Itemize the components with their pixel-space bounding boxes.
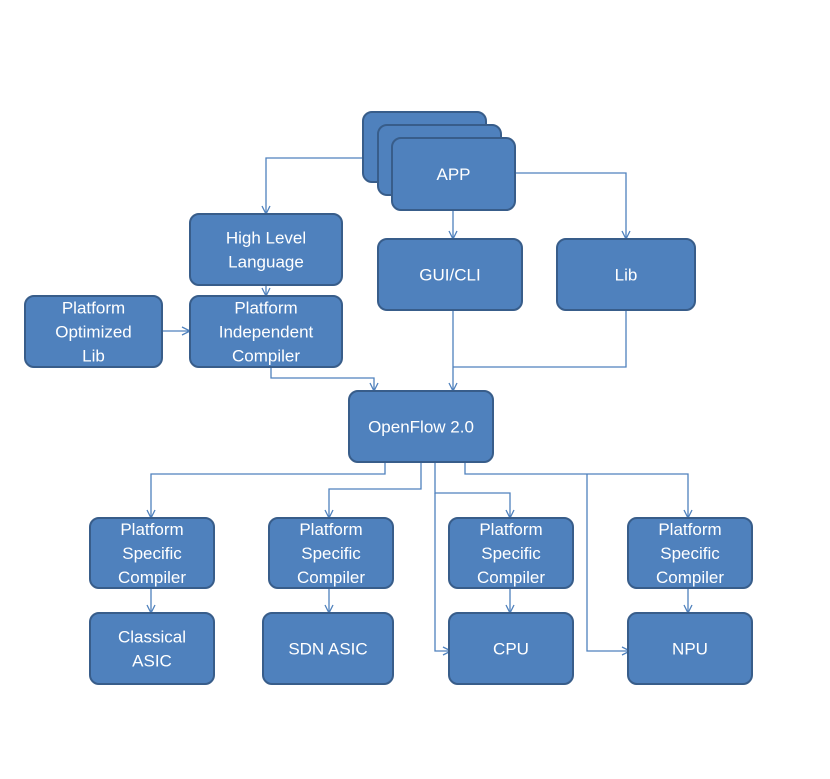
node-of: OpenFlow 2.0 xyxy=(348,390,494,463)
node-psc1-label: Compiler xyxy=(118,568,186,587)
node-pol-label: Platform xyxy=(62,299,125,318)
node-gui: GUI/CLI xyxy=(377,238,523,311)
node-psc2-label: Platform xyxy=(299,520,362,539)
node-app-box xyxy=(391,137,516,211)
node-casic-label: ASIC xyxy=(132,652,172,671)
node-psc4-label: Platform xyxy=(658,520,721,539)
node-app: APP xyxy=(391,137,516,211)
node-of-label: OpenFlow 2.0 xyxy=(368,418,474,437)
node-gui-box xyxy=(377,238,523,311)
node-app-label: APP xyxy=(436,165,470,184)
edge-of-to-cpu xyxy=(434,493,451,651)
node-psc1-label: Platform xyxy=(120,520,183,539)
node-psc3-label: Compiler xyxy=(477,568,545,587)
node-casic-label: Classical xyxy=(118,628,186,647)
node-pol-label: Lib xyxy=(82,347,105,366)
node-npu-label: NPU xyxy=(672,640,708,659)
node-of-box xyxy=(348,390,494,463)
edge-of-to-psc2 xyxy=(329,462,422,518)
node-psc4-label: Compiler xyxy=(656,568,724,587)
edge-app-to-hll xyxy=(266,157,363,214)
node-hll-label: High Level xyxy=(226,229,306,248)
edge-of-to-psc4 xyxy=(464,462,688,518)
node-pic-label: Independent xyxy=(219,323,314,342)
edges xyxy=(151,157,688,651)
edge-lib-to-of xyxy=(453,310,627,368)
node-psc3-label: Specific xyxy=(481,544,541,563)
node-pic-box xyxy=(189,295,343,368)
edge-of-to-npu xyxy=(586,474,630,651)
edge-of-to-psc1 xyxy=(151,462,386,518)
node-psc4-box xyxy=(627,517,753,589)
node-npu-box xyxy=(627,612,753,685)
node-cpu-label: CPU xyxy=(493,640,529,659)
node-psc2-box xyxy=(268,517,394,589)
node-pic-label: Compiler xyxy=(232,347,300,366)
node-sdn-box xyxy=(262,612,394,685)
node-sdn-label: SDN ASIC xyxy=(288,640,367,659)
node-lib-label: Lib xyxy=(615,266,638,285)
node-psc4-label: Specific xyxy=(660,544,720,563)
edge-app-to-lib xyxy=(515,172,626,239)
node-cpu-box xyxy=(448,612,574,685)
node-casic-box xyxy=(89,612,215,685)
node-hll-box xyxy=(189,213,343,286)
node-gui-label: GUI/CLI xyxy=(419,266,480,285)
node-sdn: SDN ASIC xyxy=(262,612,394,685)
node-psc2-label: Specific xyxy=(301,544,361,563)
edge-pic-to-of xyxy=(270,367,374,391)
node-psc2-label: Compiler xyxy=(297,568,365,587)
node-pic-label: Platform xyxy=(234,299,297,318)
node-psc3-label: Platform xyxy=(479,520,542,539)
edge-of-to-psc3 xyxy=(434,462,510,518)
node-pol-box xyxy=(24,295,163,368)
node-psc1-label: Specific xyxy=(122,544,182,563)
node-lib-box xyxy=(556,238,696,311)
node-cpu: CPU xyxy=(448,612,574,685)
node-pol-label: Optimized xyxy=(55,323,132,342)
node-psc1-box xyxy=(89,517,215,589)
node-psc3-box xyxy=(448,517,574,589)
node-npu: NPU xyxy=(627,612,753,685)
node-hll-label: Language xyxy=(228,253,304,272)
node-lib: Lib xyxy=(556,238,696,311)
